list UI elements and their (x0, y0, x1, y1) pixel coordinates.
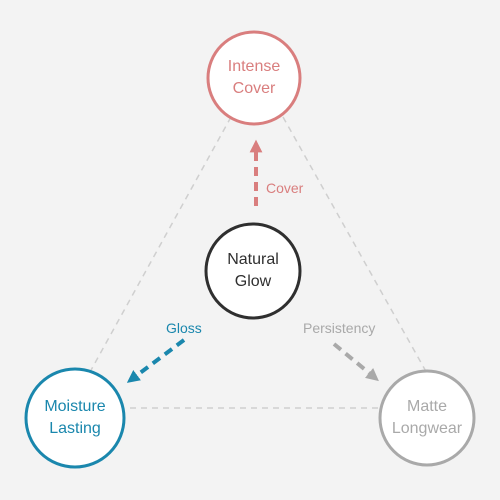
natural-glow-node (204, 222, 302, 320)
moisture-lasting-node (24, 367, 126, 469)
matte-longwear-label: Matte Longwear (377, 392, 477, 444)
moisture-lasting-line2: Lasting (49, 420, 101, 437)
matte-longwear-line1: Matte (406, 398, 447, 415)
persistency-arrow (332, 342, 379, 382)
moisture-lasting-line1: Moisture (44, 398, 106, 415)
triangle-edge-top-right (282, 116, 429, 376)
natural-glow-line1: Natural (227, 251, 279, 268)
intense-cover-line1: Intense (227, 58, 281, 75)
matte-longwear-node (378, 369, 476, 467)
gloss-label: Gloss (166, 320, 202, 336)
intense-cover-node (206, 30, 302, 126)
gloss-arrow (126, 338, 186, 383)
triangle-edge-top-left (89, 116, 232, 373)
persistency-label: Persistency (303, 320, 376, 336)
natural-glow-label: Natural Glow (203, 245, 303, 297)
intense-cover-label: Intense Cover (204, 52, 304, 104)
moisture-lasting-label: Moisture Lasting (25, 392, 125, 444)
intense-cover-line2: Cover (232, 80, 276, 97)
matte-longwear-line2: Longwear (391, 420, 463, 437)
natural-glow-line2: Glow (234, 273, 272, 290)
cover-label: Cover (266, 180, 304, 196)
